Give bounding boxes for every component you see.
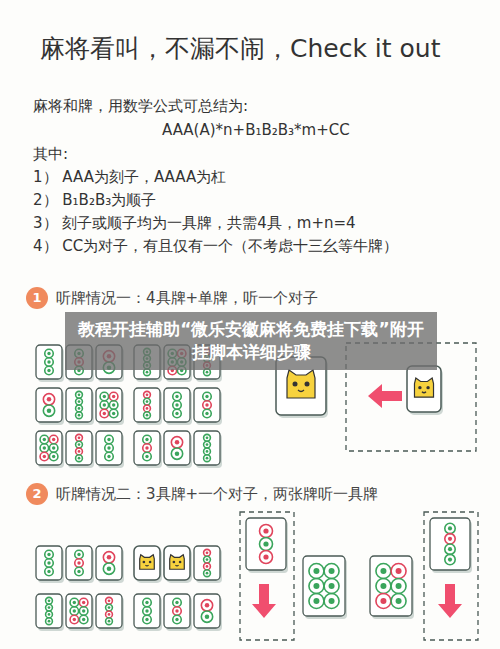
note-text: 其中: [33,145,68,164]
note-text: 3） 刻子或顺子均为一具牌，共需4具，m+n=4 [33,214,356,233]
step-heading: 1 听牌情况一：4具牌+单牌，听一个对子 [26,287,318,309]
note-text: 4） CC为对子，有且仅有一个（不考虑十三幺等牛牌） [33,237,398,256]
note-text: 麻将和牌，用数学公式可总结为: [33,97,248,116]
step-title: 听牌情况二：3具牌+一个对子，两张牌听一具牌 [56,485,378,503]
step-heading: 2 听牌情况二：3具牌+一个对子，两张牌听一具牌 [26,483,378,505]
formula: AAA(A)*n+B₁B₂B₃*m+CC [162,121,350,139]
note-text: 1） AAA为刻子，AAAA为杠 [33,168,226,187]
step-title: 听牌情况一：4具牌+单牌，听一个对子 [56,289,318,307]
banner-text: 教程开挂辅助“微乐安徽麻将免费挂下载”附开挂脚本详细步骤 [78,319,423,362]
note-text: 2） B₁B₂B₃为顺子 [33,191,156,210]
callout-number: 1 [26,287,48,309]
watermark-banner: 教程开挂辅助“微乐安徽麻将免费挂下载”附开挂脚本详细步骤 [65,312,437,370]
title: 麻将看叫，不漏不闹，Check it out [40,32,441,65]
callout-number: 2 [26,483,48,505]
